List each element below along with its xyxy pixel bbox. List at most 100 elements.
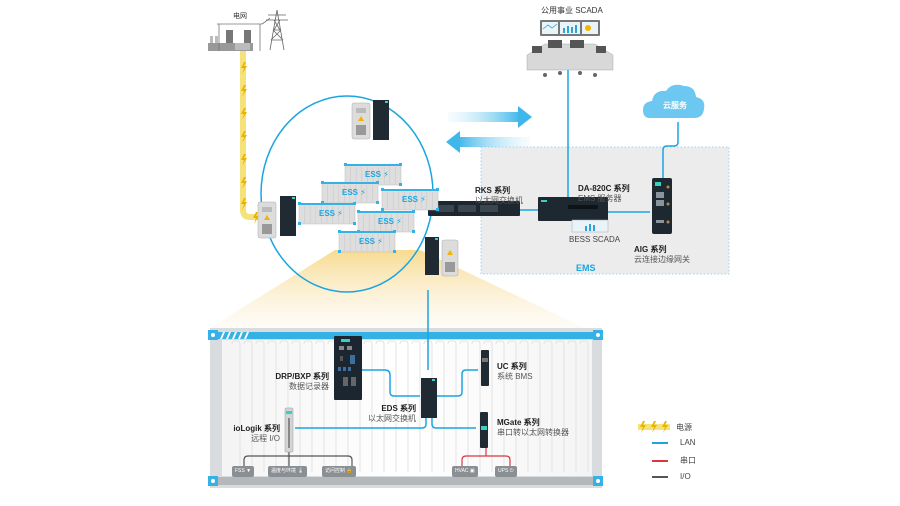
arrow-left-icon (446, 131, 530, 153)
bess-scada-label: BESS SCADA (569, 235, 621, 244)
eds-label: EDS 系列 以太网交换机 (360, 404, 416, 424)
legend-label-power: 电源 (676, 423, 692, 432)
aig-title: AIG 系列 (634, 245, 667, 254)
cloud-service-label: 云服务 (663, 101, 687, 110)
utility-scada-label: 公用事业 SCADA (541, 6, 603, 15)
container-wall (222, 340, 592, 476)
ess-label: ESS ⚡ (378, 217, 402, 226)
corrugation-rib (555, 340, 565, 472)
rks-switch-icon (428, 201, 520, 216)
aig-gateway-icon (652, 178, 672, 234)
corrugation-rib (471, 340, 481, 472)
arrow-right-icon (448, 106, 532, 128)
lan-eds-to-uc (436, 369, 478, 397)
lock-icon: 🔒 (346, 468, 353, 474)
corrugation-rib (399, 340, 409, 472)
corrugation-rib (267, 340, 277, 472)
serial-tag-ups-text: UPS (498, 468, 509, 474)
corrugation-rib (231, 340, 241, 472)
corrugation-rib (303, 340, 313, 472)
lan-eds-to-mgate (431, 418, 476, 429)
corrugation-rib (387, 340, 397, 472)
mgate-subtitle: 串口转以太网转换器 (497, 428, 569, 437)
legend-item-lan: LAN (652, 438, 696, 447)
container-corner (436, 188, 439, 191)
serial-tag-hvac-text: HVAC (455, 468, 469, 474)
ess-container-stack (298, 163, 439, 253)
serial-lines (461, 448, 511, 466)
legend-item-serial: 串口 (652, 455, 696, 466)
corrugation-rib (291, 340, 301, 472)
uc-controller-icon (481, 350, 489, 386)
ess-label: ESS ⚡ (365, 170, 389, 179)
container-corner (393, 250, 396, 253)
ess-container-icon (298, 202, 356, 225)
da820c-server-icon (538, 197, 609, 233)
container-corner (321, 181, 324, 184)
corrugation-rib (459, 340, 469, 472)
container-corner (321, 201, 324, 204)
corrugation-rib (447, 340, 457, 472)
grid-label: 电网 (233, 13, 247, 20)
io-tag-temperature-text: 温度与环境 (271, 468, 297, 474)
container-corner (399, 183, 402, 186)
container-corner (338, 250, 341, 253)
iologik-label: ioLogik 系列 远程 I/O (224, 424, 280, 444)
io-lines (243, 452, 353, 466)
container-corner (298, 202, 301, 205)
legend-swatch-lan (652, 441, 668, 444)
container-corner (298, 222, 301, 225)
eds-title: EDS 系列 (381, 404, 416, 413)
container-corner (376, 201, 379, 204)
zoom-beam (210, 250, 585, 328)
iologik-remote-io-icon (284, 407, 294, 453)
container-corner (353, 202, 356, 205)
transmission-tower-icon (261, 9, 288, 51)
corrugation-rib (435, 340, 445, 472)
data-exchange-arrows (446, 106, 532, 153)
container-corner (357, 210, 360, 213)
lan-eds-to-iologik (295, 418, 427, 429)
utility-scada-control-room-icon (526, 20, 614, 77)
ups-icon: ⏻ (509, 468, 514, 474)
drp-title: DRP/BXP 系列 (275, 372, 329, 381)
ess-label: ESS ⚡ (402, 195, 426, 204)
aig-gateway-label: AIG 系列 云连接边缘网关 (634, 245, 690, 265)
ess-label: ESS ⚡ (319, 209, 343, 218)
rks-subtitle: 以太网交换机 (475, 196, 523, 205)
container-corner (376, 181, 379, 184)
corrugation-rib (579, 340, 589, 472)
rks-switch-label: RKS 系列 以太网交换机 (475, 186, 523, 206)
io-tag-fss: FSS ▼ (232, 466, 255, 477)
ess-container-icon (381, 188, 439, 211)
grid-substation-icon (208, 23, 262, 51)
ess-container-icon (338, 230, 396, 253)
aig-subtitle: 云连接边缘网关 (634, 255, 690, 264)
uc-subtitle: 系统 BMS (497, 372, 533, 381)
legend-item-io: I/O (652, 472, 691, 481)
lan-aig-to-cloud (662, 122, 679, 178)
legend-label-io: I/O (680, 472, 691, 481)
ess-container-icon (321, 181, 379, 204)
corrugation-rib (531, 340, 541, 472)
ring-top-switch-icon (373, 100, 389, 140)
power-line (240, 50, 265, 224)
corrugation-rib (423, 340, 433, 472)
corrugation-rib (375, 340, 385, 472)
da820c-title: DA-820C 系列 (578, 184, 630, 193)
corrugation-rib (495, 340, 505, 472)
legend-power-swatch (638, 421, 670, 433)
container-corner (338, 230, 341, 233)
drp-subtitle: 数据记录器 (289, 382, 329, 391)
ring-left-cabinet-icon (257, 201, 277, 239)
hvac-icon: ▣ (469, 468, 475, 474)
corrugation-rib (411, 340, 421, 472)
ring-bottom-cabinet-icon (441, 239, 459, 277)
mgate-title: MGate 系列 (497, 418, 540, 427)
lan-lines-container (295, 290, 478, 429)
corrugation-rib (483, 340, 493, 472)
corrugation-rib (507, 340, 517, 472)
iologik-subtitle: 远程 I/O (251, 434, 280, 443)
container-corner-fittings (208, 330, 603, 486)
